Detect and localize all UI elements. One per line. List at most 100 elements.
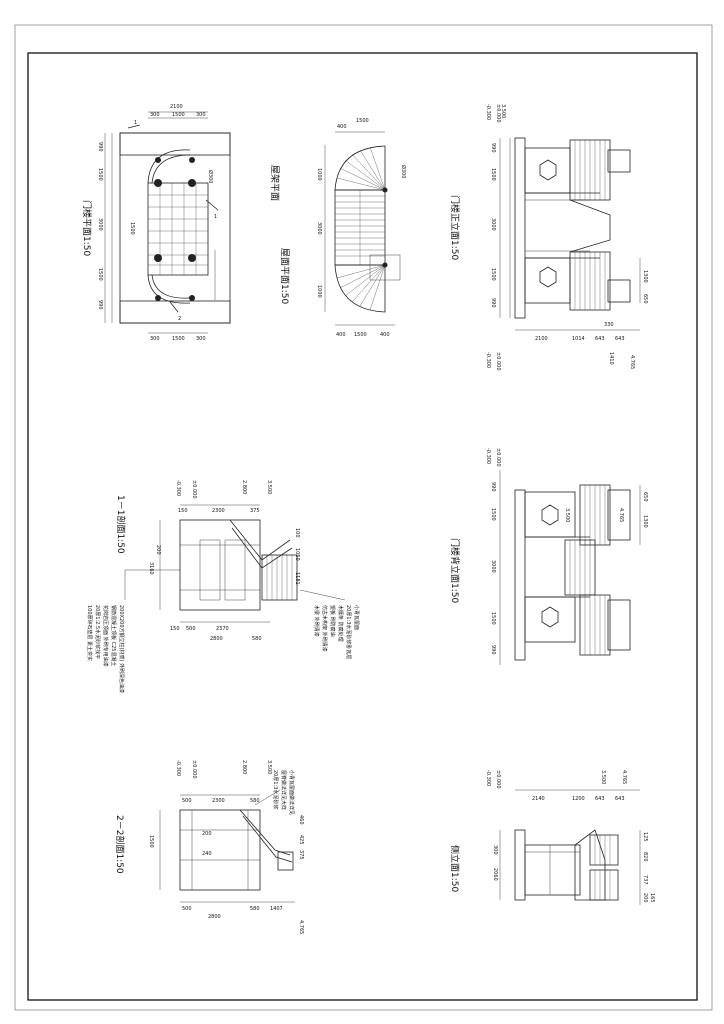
plan-title: 门楼平面1:50 <box>81 200 93 256</box>
plan-view <box>104 111 231 334</box>
svg-text:4.765: 4.765 <box>629 355 635 369</box>
svg-text:1: 1 <box>134 120 137 126</box>
svg-text:643: 643 <box>615 796 625 802</box>
svg-text:1500: 1500 <box>490 612 496 625</box>
svg-text:500: 500 <box>186 626 196 632</box>
svg-text:3.500: 3.500 <box>564 508 570 522</box>
svg-text:1500: 1500 <box>148 835 154 848</box>
svg-text:1014: 1014 <box>572 336 585 342</box>
svg-text:1500: 1500 <box>97 168 103 181</box>
svg-text:990: 990 <box>97 142 103 152</box>
svg-text:300: 300 <box>492 845 498 855</box>
svg-text:2060: 2060 <box>492 868 498 881</box>
svg-text:100厚碎石垫层 素土夯实: 100厚碎石垫层 素土夯实 <box>86 605 93 661</box>
section-2-notes: 小青瓦屋面做法详见 屋脊做法详见大样 20厚1:3水泥砂浆 <box>272 770 295 815</box>
side-elevation-view <box>499 789 641 905</box>
svg-text:-0.300: -0.300 <box>485 352 491 368</box>
svg-text:165: 165 <box>649 893 655 903</box>
svg-text:±0.000: ±0.000 <box>495 104 501 123</box>
svg-text:花岗岩压顶面 外刷专用油漆: 花岗岩压顶面 外刷专用油漆 <box>102 605 109 667</box>
svg-text:-0.300: -0.300 <box>175 480 181 496</box>
svg-text:小青瓦屋面: 小青瓦屋面 <box>353 605 360 630</box>
svg-text:±0.000: ±0.000 <box>191 480 197 499</box>
svg-text:643: 643 <box>595 796 605 802</box>
svg-text:425: 425 <box>298 835 304 845</box>
svg-text:2800: 2800 <box>208 914 221 920</box>
svg-text:屋脊做法详见大样: 屋脊做法详见大样 <box>280 770 287 810</box>
svg-text:650: 650 <box>642 294 648 304</box>
svg-text:4.765: 4.765 <box>618 508 624 522</box>
svg-text:1500: 1500 <box>490 508 496 521</box>
svg-text:125: 125 <box>642 832 648 842</box>
roof-structure-title: 屋架平面 <box>269 165 280 201</box>
svg-text:990: 990 <box>490 645 496 655</box>
svg-text:1200: 1200 <box>572 796 585 802</box>
svg-text:580: 580 <box>252 636 262 642</box>
svg-text:300: 300 <box>196 336 206 342</box>
svg-text:1000: 1000 <box>316 168 322 181</box>
svg-text:2370: 2370 <box>216 626 229 632</box>
svg-text:1500: 1500 <box>172 336 185 342</box>
svg-text:2: 2 <box>178 316 181 322</box>
svg-text:2140: 2140 <box>532 796 545 802</box>
svg-text:2.800: 2.800 <box>241 760 247 774</box>
svg-text:820: 820 <box>642 852 648 862</box>
svg-text:-0.300: -0.300 <box>485 770 491 786</box>
section-2-view <box>159 789 295 903</box>
svg-text:-0.300: -0.300 <box>485 448 491 464</box>
section-1-notes-left: 200X200方钢立柱(材质) 外刷深色油漆 钢筋混凝土顶板 C25混凝土 花岗… <box>86 605 125 693</box>
svg-text:木梁 外刷清漆: 木梁 外刷清漆 <box>313 605 320 637</box>
svg-text:650: 650 <box>642 492 648 502</box>
svg-text:100: 100 <box>294 528 300 538</box>
section-2-dim-labels: -0.300 ±0.000 2.800 3.500 4.765 500 2300… <box>148 760 304 934</box>
back-elev-dim-labels: ±0.000 -0.300 990 1500 3000 1500 990 650… <box>485 448 648 655</box>
svg-text:3000: 3000 <box>490 560 496 573</box>
svg-text:4.765: 4.765 <box>298 920 304 934</box>
svg-text:3.500: 3.500 <box>500 104 506 118</box>
svg-text:300: 300 <box>150 112 160 118</box>
svg-text:400: 400 <box>337 124 347 130</box>
svg-text:330: 330 <box>604 322 614 328</box>
svg-text:钢筋混凝土顶板 C25混凝土: 钢筋混凝土顶板 C25混凝土 <box>110 605 117 666</box>
svg-text:643: 643 <box>615 336 625 342</box>
svg-text:Ø300: Ø300 <box>207 170 214 183</box>
svg-text:3000: 3000 <box>490 218 496 231</box>
svg-text:3.500: 3.500 <box>266 760 272 774</box>
svg-text:3160: 3160 <box>148 562 154 575</box>
svg-text:1500: 1500 <box>490 168 496 181</box>
section-1-title: 1－1剖面1:50 <box>115 495 127 554</box>
svg-text:400: 400 <box>380 332 390 338</box>
svg-text:400: 400 <box>336 332 346 338</box>
svg-text:-0.300: -0.300 <box>485 104 491 120</box>
svg-text:20厚1:3水泥砂浆: 20厚1:3水泥砂浆 <box>272 770 279 809</box>
svg-text:375: 375 <box>250 508 260 514</box>
svg-text:20厚1:3水泥砂浆卧瓦层: 20厚1:3水泥砂浆卧瓦层 <box>345 605 352 659</box>
back-elevation-view <box>499 470 641 665</box>
svg-text:1500: 1500 <box>490 268 496 281</box>
svg-text:1000: 1000 <box>316 285 322 298</box>
svg-text:1500: 1500 <box>356 118 369 124</box>
svg-text:2800: 2800 <box>210 636 223 642</box>
roof-plan-view <box>324 131 401 326</box>
svg-text:1410: 1410 <box>608 352 614 365</box>
svg-text:500: 500 <box>182 798 192 804</box>
svg-text:150: 150 <box>170 626 180 632</box>
svg-text:小青瓦屋面做法详见: 小青瓦屋面做法详见 <box>288 770 295 815</box>
svg-text:2100: 2100 <box>170 104 183 110</box>
svg-text:200X200方钢立柱(材质) 外刷深色油漆: 200X200方钢立柱(材质) 外刷深色油漆 <box>118 605 125 693</box>
svg-text:1407: 1407 <box>270 906 283 912</box>
svg-text:1181: 1181 <box>294 572 300 585</box>
svg-text:460: 460 <box>298 815 304 825</box>
svg-text:仿古木构架 外刷清漆: 仿古木构架 外刷清漆 <box>321 605 328 652</box>
svg-text:990: 990 <box>490 143 496 153</box>
svg-text:300: 300 <box>150 336 160 342</box>
svg-text:Ø300: Ø300 <box>400 165 407 178</box>
svg-text:3.500: 3.500 <box>266 480 272 494</box>
roof-dim-labels: 400 1500 400 1500 400 1000 3000 1000 Ø30… <box>316 118 407 338</box>
outer-frame <box>14 24 713 1011</box>
section-2-title: 2－2剖面1:50 <box>114 815 126 874</box>
svg-text:±0.000: ±0.000 <box>191 760 197 779</box>
svg-text:990: 990 <box>490 298 496 308</box>
svg-text:990: 990 <box>490 482 496 492</box>
